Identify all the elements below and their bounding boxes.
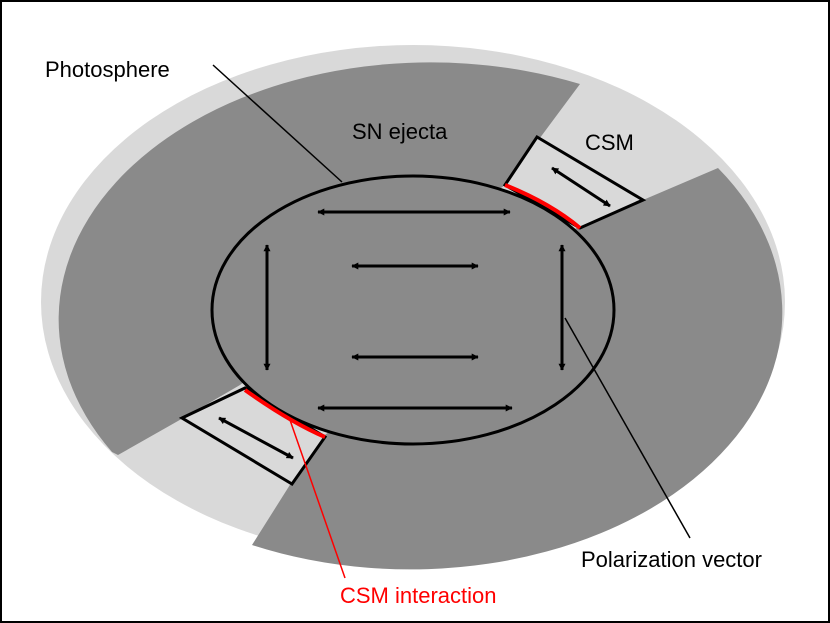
polarization-vector-label: Polarization vector xyxy=(581,547,762,572)
csm-interaction-arc-upper xyxy=(504,183,582,230)
csm-interaction-leader-line xyxy=(289,419,346,579)
csm-interaction-label: CSM interaction xyxy=(340,583,497,608)
arrow-csm-lower-left xyxy=(218,416,294,460)
photosphere-ellipse xyxy=(210,174,616,446)
polarization-arrows xyxy=(218,166,611,460)
sn-ejecta-label: SN ejecta xyxy=(352,119,448,144)
photosphere-leader-line xyxy=(212,64,343,183)
photosphere-label: Photosphere xyxy=(45,57,170,82)
arrow-csm-upper-right xyxy=(551,166,611,208)
csm-label: CSM xyxy=(585,130,634,155)
polarization-leader-line xyxy=(564,317,691,539)
